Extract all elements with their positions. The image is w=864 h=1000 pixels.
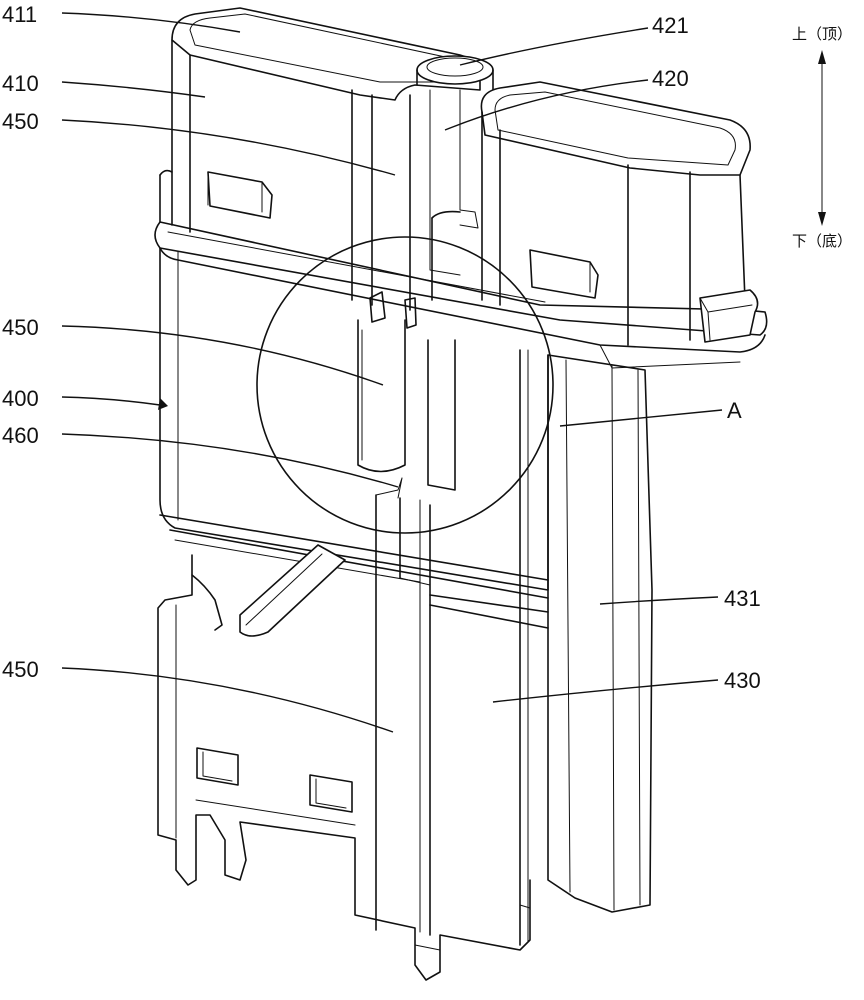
rim-notches: [369, 291, 417, 329]
side-panel-431: [547, 354, 653, 913]
label-411: 411: [2, 2, 37, 27]
upper-block-420: [431, 81, 759, 346]
label-450-bottom: 450: [2, 657, 39, 682]
label-A: A: [727, 398, 742, 423]
label-450-mid: 450: [2, 315, 39, 340]
label-431: 431: [724, 586, 761, 611]
label-421: 421: [652, 13, 689, 38]
center-post-421: [416, 55, 494, 276]
detail-circle-A: [256, 236, 554, 534]
label-410: 410: [2, 71, 39, 96]
arrow-down-icon: [818, 212, 826, 226]
label-420: 420: [652, 66, 689, 91]
leader-lines: [61, 12, 723, 733]
label-450-top: 450: [2, 109, 39, 134]
slanted-bar: [239, 544, 346, 637]
direction-down-label: 下（底）: [792, 232, 852, 250]
main-body-400: [159, 244, 549, 629]
base-plate: [157, 554, 531, 981]
label-400: 400: [2, 386, 39, 411]
label-460: 460: [2, 423, 39, 448]
direction-up-label: 上（顶）: [792, 25, 852, 43]
direction-indicator: [818, 50, 826, 226]
arrow-up-icon: [818, 50, 826, 64]
groove-channel-450: [357, 319, 529, 946]
label-430: 430: [724, 668, 761, 693]
